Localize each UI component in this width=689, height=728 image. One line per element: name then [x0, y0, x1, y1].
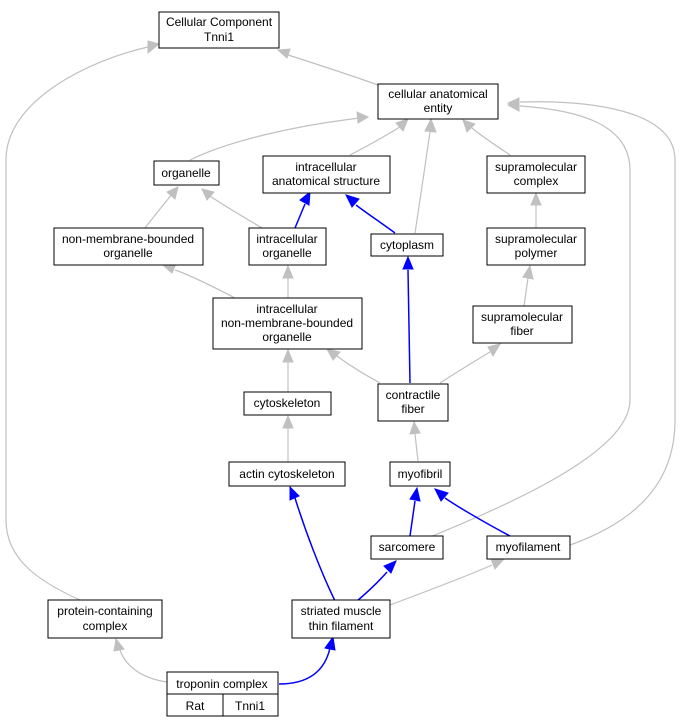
edge-io-to-organelle — [201, 188, 263, 229]
node-inmbo-label-3: organelle — [262, 330, 312, 344]
edge-myofilament-to-cae — [506, 97, 676, 546]
node-smtf-label-1: striated muscle — [301, 604, 382, 618]
node-smp-label-2: polymer — [515, 246, 558, 260]
node-io-label-1: intracellular — [256, 232, 317, 246]
part-of-edges — [278, 190, 511, 685]
edge-nmbo-to-organelle — [144, 186, 179, 229]
is-a-edges — [5, 40, 676, 683]
edge-cae-to-root — [276, 48, 379, 86]
gene-label: Tnni1 — [235, 699, 265, 713]
edge-ias-to-cae — [349, 118, 409, 156]
gene-cell — [222, 693, 279, 717]
node-cf-label-1: contractile — [386, 388, 441, 402]
node-pcc-label-1: protein-containing — [57, 604, 152, 618]
node-myofilament[interactable]: myofilament — [486, 535, 571, 560]
node-intracellular-anatomical-structure[interactable]: intracellular anatomical structure — [262, 155, 391, 194]
node-non-membrane-bounded-organelle[interactable]: non-membrane-bounded organelle — [53, 227, 204, 266]
node-smtf-label-2: thin filament — [309, 619, 374, 633]
node-organelle[interactable]: organelle — [153, 160, 220, 186]
edge-inmbo-to-nmbo — [161, 263, 236, 299]
edge-myofibril-to-cf — [409, 420, 421, 462]
edge-smtf-to-myofilament — [389, 558, 505, 606]
node-contractile-fiber[interactable]: contractile fiber — [377, 383, 449, 422]
node-inmbo-label-2: non-membrane-bounded — [221, 316, 353, 330]
node-nmbo-label-2: organelle — [103, 246, 153, 260]
node-root-label-2: Tnni1 — [204, 30, 234, 44]
node-cytoplasm[interactable]: cytoplasm — [370, 233, 444, 257]
node-myofilament-label: myofilament — [496, 540, 561, 554]
node-supramolecular-polymer[interactable]: supramolecular polymer — [486, 227, 586, 266]
edge-smtf-to-sarcomere — [356, 560, 397, 602]
node-sarcomere-label: sarcomere — [379, 540, 436, 554]
node-ias-label-2: anatomical structure — [272, 174, 380, 188]
node-myofibril-label: myofibril — [398, 467, 443, 481]
edge-troponin-to-smtf — [278, 635, 336, 685]
node-actin-cytoskeleton[interactable]: actin cytoskeleton — [228, 461, 346, 487]
edge-pcc-to-root — [5, 40, 161, 601]
node-root-label-1: Cellular Component — [166, 15, 273, 29]
edge-cf-to-inmbo — [326, 348, 381, 384]
node-supramolecular-complex[interactable]: supramolecular complex — [486, 155, 586, 194]
node-smc-label-1: supramolecular — [495, 160, 577, 174]
edge-cyto-to-inmbo — [282, 348, 294, 392]
node-smf-label-2: fiber — [510, 324, 533, 338]
node-supramolecular-fiber[interactable]: supramolecular fiber — [472, 305, 573, 344]
node-striated-muscle-thin-filament[interactable]: striated muscle thin filament — [291, 599, 391, 639]
edge-myofilament-to-myofibril — [434, 488, 511, 537]
node-io-label-2: organelle — [262, 246, 312, 260]
node-cellular-anatomical-entity[interactable]: cellular anatomical entity — [377, 83, 499, 120]
node-cae-label-2: entity — [424, 101, 453, 115]
node-myofibril[interactable]: myofibril — [389, 461, 451, 487]
node-smp-label-1: supramolecular — [495, 232, 577, 246]
node-protein-containing-complex[interactable]: protein-containing complex — [47, 599, 163, 639]
edge-smf-to-smp — [522, 264, 534, 307]
edge-cytoplasm-to-cae — [414, 117, 437, 234]
edge-actin-to-cyto — [282, 414, 294, 462]
node-cytoplasm-label: cytoplasm — [380, 238, 434, 252]
edge-inmbo-to-io — [282, 264, 294, 298]
edge-smtf-to-actin — [289, 485, 336, 602]
node-cytoskeleton-label: cytoskeleton — [254, 396, 321, 410]
node-cf-label-2: fiber — [401, 402, 424, 416]
node-cytoskeleton[interactable]: cytoskeleton — [243, 391, 332, 416]
node-ias-label-1: intracellular — [295, 160, 356, 174]
node-nmbo-label-1: non-membrane-bounded — [62, 232, 194, 246]
node-sarcomere[interactable]: sarcomere — [370, 535, 444, 560]
node-smc-label-2: complex — [514, 174, 559, 188]
node-troponin-label: troponin complex — [176, 677, 267, 691]
edge-smc-to-cae — [462, 119, 511, 156]
node-intracellular-nmb-organelle[interactable]: intracellular non-membrane-bounded organ… — [212, 297, 363, 350]
node-smf-label-1: supramolecular — [481, 310, 563, 324]
node-troponin-complex[interactable]: troponin complex Rat Tnni1 — [166, 671, 279, 717]
edge-smp-to-smc — [530, 191, 542, 228]
node-cae-label-1: cellular anatomical — [388, 87, 487, 101]
edge-cytoplasm-to-ias — [345, 194, 396, 234]
node-root[interactable]: Cellular Component Tnni1 — [158, 11, 280, 49]
node-intracellular-organelle[interactable]: intracellular organelle — [248, 227, 327, 266]
edge-sarcomere-to-myofibril — [409, 486, 421, 537]
edge-io-to-ias — [294, 190, 311, 229]
organism-label: Rat — [186, 699, 205, 713]
edge-organelle-to-cae — [189, 111, 370, 161]
node-organelle-label: organelle — [161, 166, 211, 180]
node-actin-label: actin cytoskeleton — [239, 467, 334, 481]
node-inmbo-label-1: intracellular — [256, 302, 317, 316]
edge-troponin-to-pcc — [113, 637, 168, 683]
node-pcc-label-2: complex — [83, 619, 128, 633]
edge-cf-to-cytoplasm — [402, 255, 414, 384]
edge-cf-to-smf — [439, 343, 502, 384]
